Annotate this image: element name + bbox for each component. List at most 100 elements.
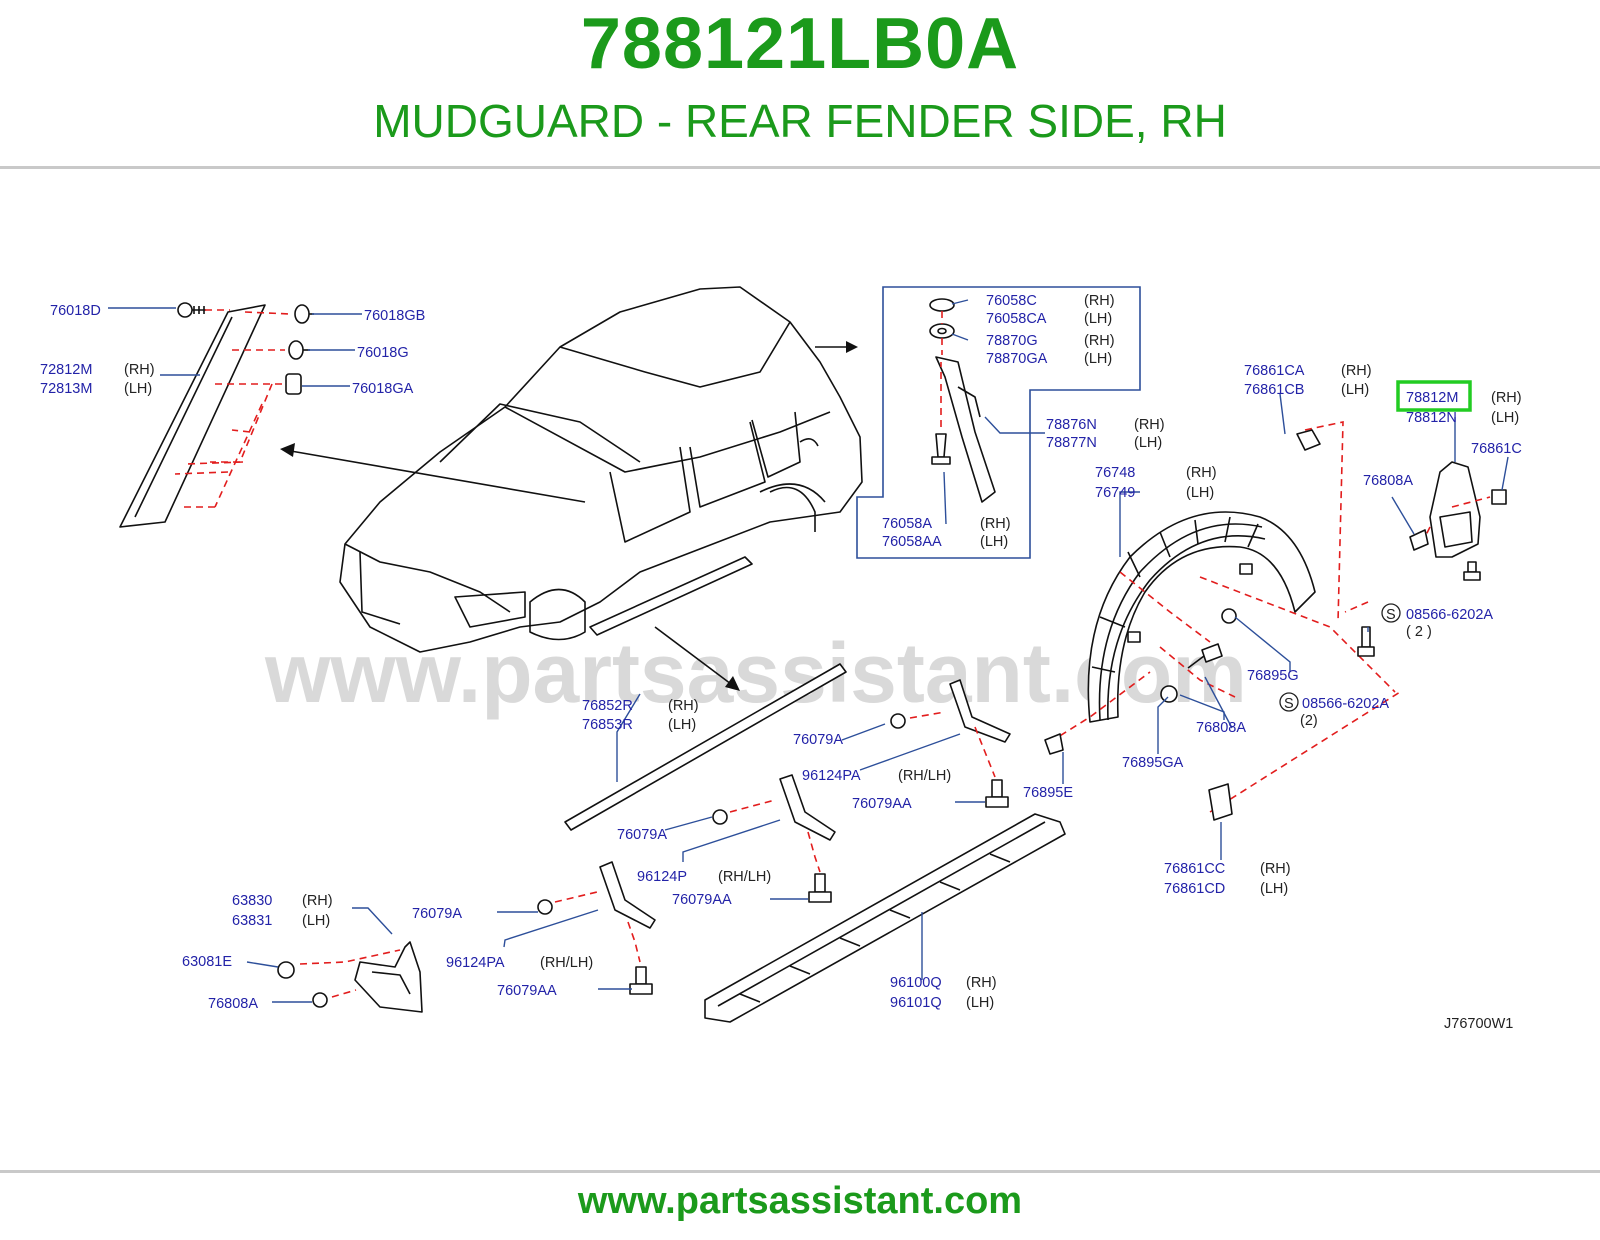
label-76018D[interactable]: 76018D bbox=[50, 303, 101, 319]
label-08566-6202A-2[interactable]: 08566-6202A bbox=[1302, 696, 1389, 712]
part-description: MUDGUARD - REAR FENDER SIDE, RH bbox=[373, 95, 1227, 147]
qty-1: ( 2 ) bbox=[1406, 624, 1432, 640]
side-96124PA-1: (RH/LH) bbox=[898, 768, 951, 784]
s-badge-2-text: S bbox=[1284, 696, 1294, 712]
side-76058CA: (LH) bbox=[1084, 311, 1112, 327]
side-78812N: (LH) bbox=[1491, 410, 1519, 426]
side-76058AA: (LH) bbox=[980, 534, 1008, 550]
label-76058A[interactable]: 76058A bbox=[882, 516, 932, 532]
side-76058C: (RH) bbox=[1084, 293, 1115, 309]
header-divider bbox=[0, 166, 1600, 169]
side-molding bbox=[564, 663, 847, 831]
label-76895E[interactable]: 76895E bbox=[1023, 785, 1073, 801]
label-96100Q[interactable]: 96100Q bbox=[890, 975, 942, 991]
vehicle-illustration bbox=[280, 286, 863, 691]
label-76079AA-1[interactable]: 76079AA bbox=[852, 796, 912, 812]
label-76808A-mid[interactable]: 76808A bbox=[1196, 720, 1246, 736]
label-76079A-2[interactable]: 76079A bbox=[617, 827, 667, 843]
side-76748: (RH) bbox=[1186, 465, 1217, 481]
label-76808A-rear[interactable]: 76808A bbox=[1363, 473, 1413, 489]
side-76861CD: (LH) bbox=[1260, 881, 1288, 897]
mudguard-rear-rh bbox=[1409, 461, 1507, 581]
side-76852R: (RH) bbox=[668, 698, 699, 714]
side-96100Q: (RH) bbox=[966, 975, 997, 991]
label-63830[interactable]: 63830 bbox=[232, 893, 272, 909]
qty-2: (2) bbox=[1300, 713, 1318, 729]
label-76079A-3[interactable]: 76079A bbox=[412, 906, 462, 922]
label-76018GA[interactable]: 76018GA bbox=[352, 381, 414, 397]
fender-liner bbox=[1049, 421, 1401, 813]
label-76018G[interactable]: 76018G bbox=[357, 345, 409, 361]
running-board bbox=[704, 813, 1066, 1023]
label-63081E[interactable]: 63081E bbox=[182, 954, 232, 970]
pillar-garnish bbox=[119, 302, 314, 528]
s-badge-2 bbox=[1279, 692, 1299, 712]
side-78876N: (RH) bbox=[1134, 417, 1165, 433]
label-63831[interactable]: 63831 bbox=[232, 913, 272, 929]
label-76808A-left[interactable]: 76808A bbox=[208, 996, 258, 1012]
label-76748[interactable]: 76748 bbox=[1095, 465, 1135, 481]
label-76861CB[interactable]: 76861CB bbox=[1244, 382, 1304, 398]
label-96101Q[interactable]: 96101Q bbox=[890, 995, 942, 1011]
label-78870GA[interactable]: 78870GA bbox=[986, 351, 1048, 367]
label-76861CC[interactable]: 76861CC bbox=[1164, 861, 1225, 877]
side-96101Q: (LH) bbox=[966, 995, 994, 1011]
label-76861CA[interactable]: 76861CA bbox=[1244, 363, 1305, 379]
s-badge-1 bbox=[1381, 603, 1401, 623]
label-76895G[interactable]: 76895G bbox=[1247, 668, 1299, 684]
liner-fasteners bbox=[1044, 429, 1375, 821]
side-78877N: (LH) bbox=[1134, 435, 1162, 451]
s-badge-1-text: S bbox=[1386, 607, 1396, 623]
label-76861CD[interactable]: 76861CD bbox=[1164, 881, 1225, 897]
side-72813M: (LH) bbox=[124, 381, 152, 397]
label-78870G[interactable]: 78870G bbox=[986, 333, 1038, 349]
label-76895GA[interactable]: 76895GA bbox=[1122, 755, 1184, 771]
label-76058C[interactable]: 76058C bbox=[986, 293, 1037, 309]
label-76853R[interactable]: 76853R bbox=[582, 717, 633, 733]
side-78870G: (RH) bbox=[1084, 333, 1115, 349]
footer-url[interactable]: www.partsassistant.com bbox=[577, 1180, 1023, 1222]
parts-diagram: www.partsassistant.com bbox=[40, 286, 1522, 1032]
highlight-box bbox=[1396, 380, 1472, 412]
label-72812M[interactable]: 72812M bbox=[40, 362, 92, 378]
label-96124PA-1[interactable]: 96124PA bbox=[802, 768, 861, 784]
side-76861CA: (RH) bbox=[1341, 363, 1372, 379]
label-08566-6202A-1[interactable]: 08566-6202A bbox=[1406, 607, 1493, 623]
side-76749: (LH) bbox=[1186, 485, 1214, 501]
side-78870GA: (LH) bbox=[1084, 351, 1112, 367]
label-76079AA-3[interactable]: 76079AA bbox=[497, 983, 557, 999]
side-96124P: (RH/LH) bbox=[718, 869, 771, 885]
label-78876N[interactable]: 78876N bbox=[1046, 417, 1097, 433]
side-72812M: (RH) bbox=[124, 362, 155, 378]
label-76852R[interactable]: 76852R bbox=[582, 698, 633, 714]
part-labels: 76018D 76018GB 76018G 76018GA 72812M (RH… bbox=[40, 293, 1522, 1032]
side-63830: (RH) bbox=[302, 893, 333, 909]
side-76861CB: (LH) bbox=[1341, 382, 1369, 398]
label-76861C[interactable]: 76861C bbox=[1471, 441, 1522, 457]
label-76018GB[interactable]: 76018GB bbox=[364, 308, 425, 324]
side-76853R: (LH) bbox=[668, 717, 696, 733]
leader-lines bbox=[108, 299, 1509, 1003]
label-78812M[interactable]: 78812M bbox=[1406, 390, 1458, 406]
label-76749[interactable]: 76749 bbox=[1095, 485, 1135, 501]
label-78812N[interactable]: 78812N bbox=[1406, 410, 1457, 426]
side-63831: (LH) bbox=[302, 913, 330, 929]
step-brackets bbox=[537, 679, 1011, 995]
label-72813M[interactable]: 72813M bbox=[40, 381, 92, 397]
side-76861CC: (RH) bbox=[1260, 861, 1291, 877]
label-76058AA[interactable]: 76058AA bbox=[882, 534, 942, 550]
drawing-code: J76700W1 bbox=[1444, 1016, 1513, 1032]
side-76058A: (RH) bbox=[980, 516, 1011, 532]
part-number-title: 788121LB0A bbox=[580, 4, 1020, 84]
label-78877N[interactable]: 78877N bbox=[1046, 435, 1097, 451]
mudguard-front bbox=[277, 941, 423, 1013]
side-96124PA-2: (RH/LH) bbox=[540, 955, 593, 971]
label-76079A-1[interactable]: 76079A bbox=[793, 732, 843, 748]
header: 788121LB0A MUDGUARD - REAR FENDER SIDE, … bbox=[0, 0, 1600, 168]
label-96124P[interactable]: 96124P bbox=[637, 869, 687, 885]
rear-bracket-group bbox=[856, 286, 1141, 559]
label-76058CA[interactable]: 76058CA bbox=[986, 311, 1047, 327]
label-96124PA-2[interactable]: 96124PA bbox=[446, 955, 505, 971]
label-76079AA-2[interactable]: 76079AA bbox=[672, 892, 732, 908]
footer-divider bbox=[0, 1170, 1600, 1173]
